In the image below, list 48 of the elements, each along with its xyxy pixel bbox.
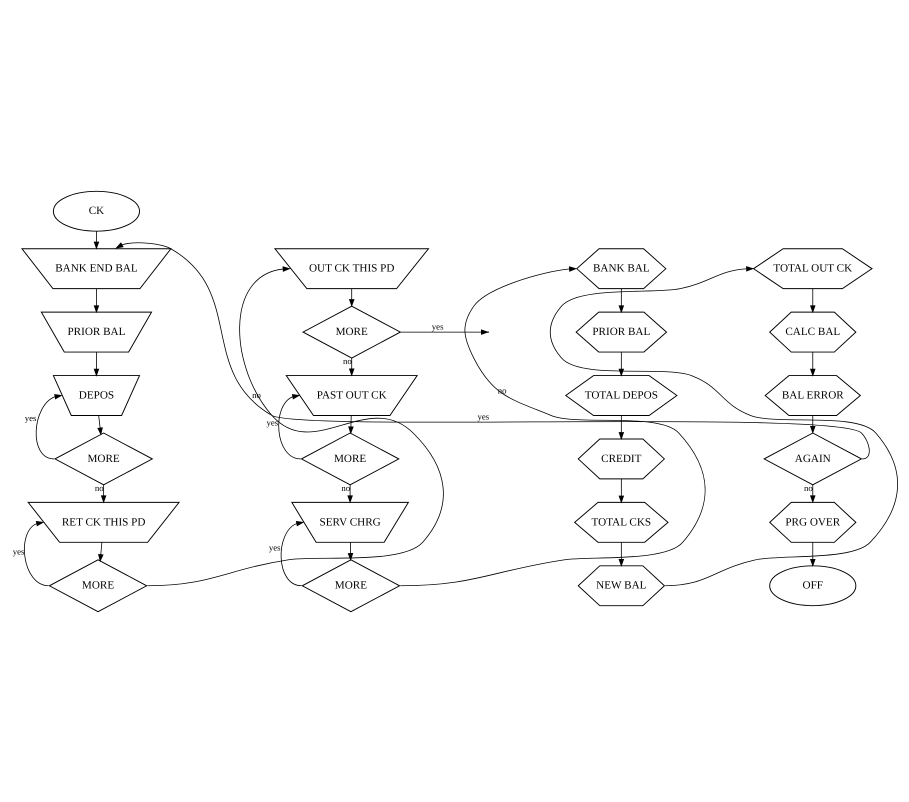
edge-label: yes bbox=[24, 412, 36, 423]
node-ellipse: CK bbox=[52, 190, 140, 232]
arrow bbox=[348, 357, 354, 376]
arrow bbox=[400, 328, 488, 334]
arrow bbox=[809, 541, 816, 566]
edge-label: yes bbox=[268, 542, 280, 552]
arrow bbox=[348, 414, 354, 434]
arrow bbox=[618, 414, 624, 440]
arrow bbox=[35, 394, 62, 459]
arrow bbox=[399, 266, 705, 586]
arrow bbox=[618, 288, 624, 313]
arrow bbox=[809, 288, 816, 313]
arrow bbox=[347, 541, 353, 561]
arrow bbox=[348, 288, 354, 307]
arrow bbox=[618, 478, 624, 504]
arrow bbox=[809, 484, 816, 503]
arrow bbox=[100, 484, 106, 503]
arrow bbox=[549, 266, 898, 586]
arrow bbox=[809, 414, 816, 434]
node-diamond: AGAIN bbox=[762, 432, 862, 485]
arrow bbox=[346, 484, 352, 503]
edge-label: no bbox=[497, 385, 506, 396]
edge-label: yes bbox=[12, 546, 24, 556]
node-diamond: MORE bbox=[302, 305, 401, 358]
arrow bbox=[93, 351, 99, 376]
edge-label: no bbox=[94, 482, 104, 492]
node-diamond: MORE bbox=[300, 432, 400, 485]
edge-label: yes bbox=[266, 417, 278, 427]
arrow bbox=[280, 520, 304, 586]
arrow bbox=[98, 541, 104, 562]
arrow bbox=[114, 242, 870, 459]
edge-label: yes bbox=[476, 411, 489, 422]
node-diamond: MORE bbox=[53, 432, 153, 485]
arrow bbox=[93, 288, 99, 313]
node-diamond: MORE bbox=[48, 558, 148, 612]
arrow bbox=[93, 230, 99, 250]
node-ellipse: OFF bbox=[768, 564, 856, 606]
arrow bbox=[618, 541, 624, 566]
arrow bbox=[809, 351, 816, 376]
arrow bbox=[278, 394, 301, 459]
arrow bbox=[23, 520, 48, 586]
arrow bbox=[96, 414, 102, 436]
edge-label: yes bbox=[431, 321, 443, 332]
arrow bbox=[618, 351, 624, 376]
arrow bbox=[146, 266, 444, 586]
edge-label: no bbox=[342, 356, 352, 366]
node-diamond: MORE bbox=[300, 558, 400, 612]
edge-label: no bbox=[804, 482, 812, 492]
